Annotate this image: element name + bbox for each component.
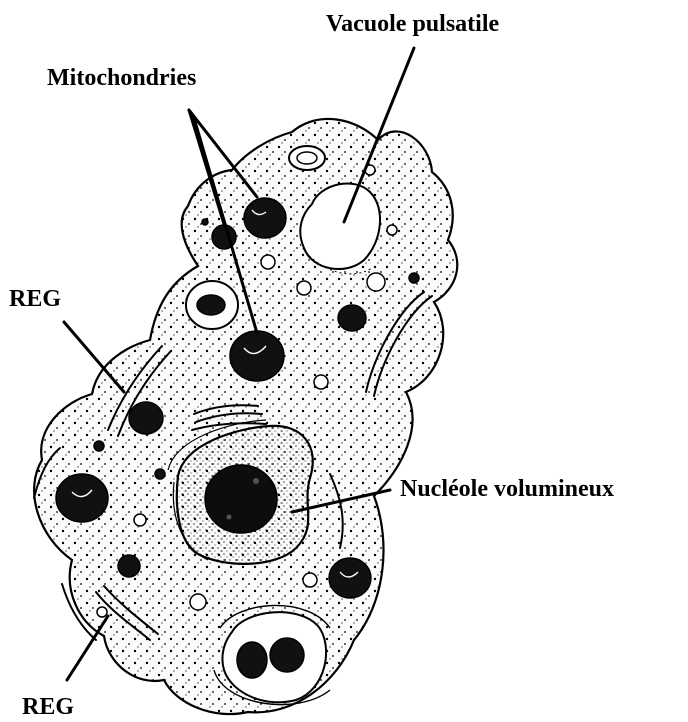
- label-nucleole-volumineux: Nucléole volumineux: [400, 476, 614, 502]
- mitochondrion: [118, 555, 140, 577]
- small-vesicle-top: [289, 146, 325, 170]
- mitochondrion: [56, 474, 108, 522]
- mitochondrion: [244, 198, 286, 238]
- mitochondrion: [338, 305, 366, 331]
- label-reg-bottom: REG: [22, 694, 74, 720]
- food-vacuole-left: [186, 281, 238, 329]
- mitochondrion: [129, 402, 163, 434]
- label-vacuole-pulsatile: Vacuole pulsatile: [326, 11, 499, 37]
- nucleolus: [205, 465, 277, 533]
- mitochondrion: [230, 331, 284, 381]
- label-reg-top: REG: [9, 286, 61, 312]
- label-mitochondries: Mitochondries: [47, 65, 196, 91]
- mitochondrion: [329, 558, 371, 598]
